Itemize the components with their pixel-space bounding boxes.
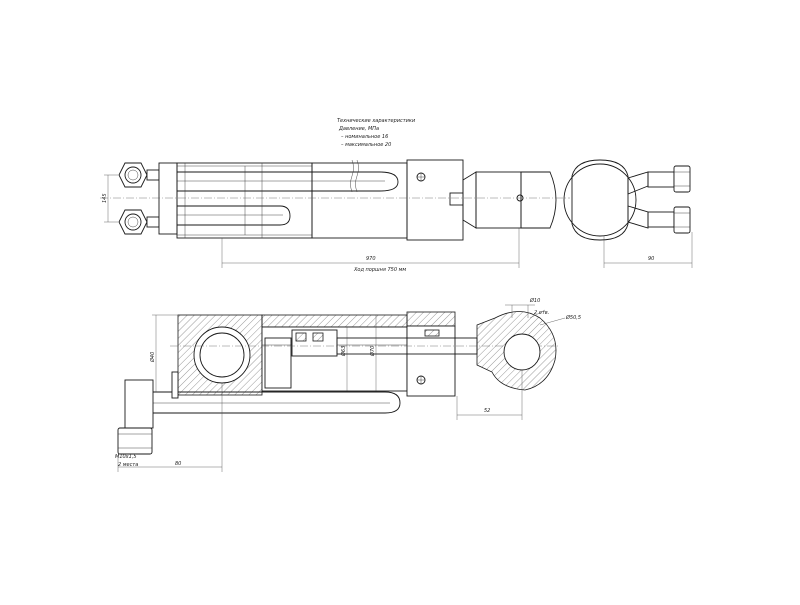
spec-heading: Технические характеристики xyxy=(337,118,416,124)
dim-width-right: 90 xyxy=(603,232,693,268)
end-view: 90 xyxy=(563,159,693,268)
section-view: Ø40 Ø63 Ø70 Ø10 2 отв. Ø50,5 52 80 xyxy=(115,297,581,472)
dim-eye-outer: Ø50,5 xyxy=(565,314,581,321)
dim-eye-offset: 52 xyxy=(484,408,490,414)
dim-fitting: 80 М10х1,5 2 места xyxy=(115,383,223,472)
spec-maximal: – максимальное 20 xyxy=(341,142,391,148)
dim-height-left-label: Ø40 xyxy=(149,352,156,363)
spec-notes: Технические характеристики Давление, МПа… xyxy=(337,118,416,148)
dim-width-right-label: 90 xyxy=(648,256,654,262)
dim-fitting-count: 2 места xyxy=(118,462,138,468)
spec-pressure: Давление, МПа xyxy=(338,126,379,132)
dim-fitting-offset: 80 xyxy=(175,461,181,467)
dim-inner-d1: Ø63 xyxy=(340,346,347,357)
rod-end-top xyxy=(520,171,557,229)
dim-stroke-label: Ход поршня 750 мм xyxy=(353,267,406,273)
dim-eye-pin: Ø10 xyxy=(529,297,540,304)
dim-bracket: 145 xyxy=(102,174,118,223)
spec-nominal: – номинальное 16 xyxy=(341,134,388,140)
dim-inner-d2: Ø70 xyxy=(369,346,376,357)
top-view: 145 xyxy=(100,159,570,273)
dim-length-label: 970 xyxy=(366,256,376,262)
dim-height-left: Ø40 xyxy=(149,314,178,392)
dim-eye-holes: 2 отв. xyxy=(534,310,549,316)
dim-eye: Ø10 2 отв. Ø50,5 52 xyxy=(456,297,581,420)
hex-nut-upper xyxy=(118,162,148,188)
dim-fitting-thread: М10х1,5 xyxy=(115,454,137,460)
dim-length: 970 Ход поршня 750 мм xyxy=(221,228,520,273)
head-block-top xyxy=(406,159,464,241)
dim-bracket-label: 145 xyxy=(102,193,108,203)
lower-fitting xyxy=(124,379,154,429)
hex-nut-lower xyxy=(118,209,148,235)
